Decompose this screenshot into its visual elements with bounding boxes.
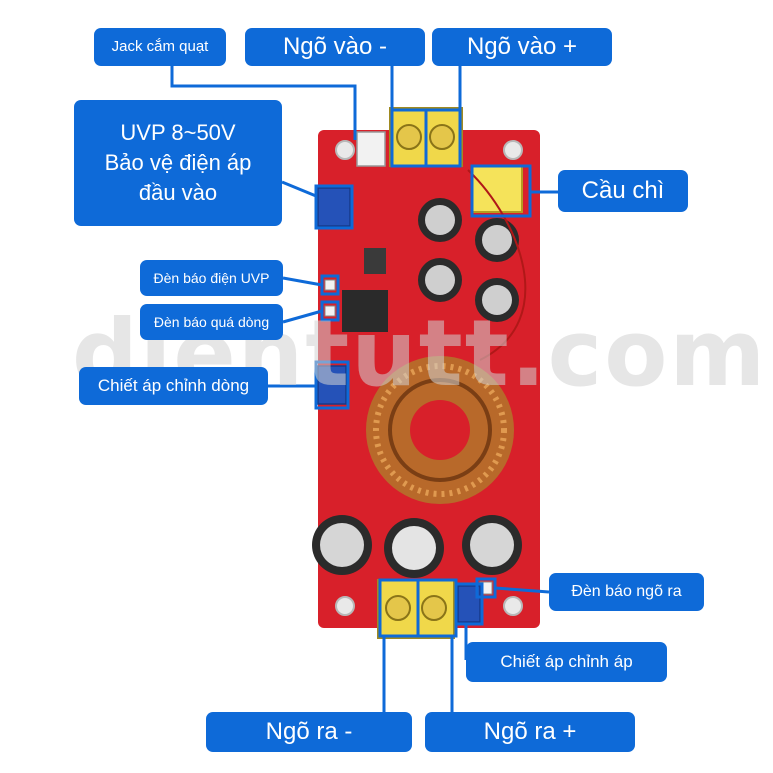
label-uvp-led: Đèn báo điện UVP <box>140 260 283 296</box>
uvp-potentiometer <box>317 187 351 227</box>
output-screw-pos <box>421 595 447 621</box>
label-fuse: Cầu chì <box>558 170 688 212</box>
voltage-potentiometer <box>457 585 481 623</box>
label-uvp-led-text: Đèn báo điện UVP <box>153 269 270 286</box>
label-input-neg: Ngõ vào - <box>245 28 425 66</box>
input-capacitors <box>418 198 519 322</box>
label-fuse-text: Cầu chì <box>581 176 665 204</box>
input-screw-neg <box>396 124 422 150</box>
uvp-led <box>324 279 336 291</box>
label-uvp-line1: UVP 8~50V <box>120 120 236 146</box>
label-fan-jack: Jack cắm quạt <box>94 28 226 66</box>
label-fan-jack-text: Jack cắm quạt <box>111 38 209 55</box>
label-input-neg-text: Ngõ vào - <box>282 32 388 60</box>
label-input-pos: Ngõ vào + <box>432 28 612 66</box>
label-output-pos-text: Ngõ ra + <box>483 717 577 745</box>
label-current-pot-text: Chiết áp chỉnh dòng <box>97 375 250 395</box>
output-capacitors <box>312 515 522 578</box>
overcurrent-led <box>324 305 336 317</box>
label-overcurrent-led-text: Đèn báo quá dòng <box>153 313 270 330</box>
label-output-led-text: Đèn báo ngõ ra <box>571 583 682 601</box>
label-overcurrent-led: Đèn báo quá dòng <box>140 304 283 340</box>
highlight-boxes <box>314 108 532 638</box>
label-output-neg: Ngõ ra - <box>206 712 412 752</box>
label-output-led: Đèn báo ngõ ra <box>549 573 704 611</box>
red-wire <box>467 169 527 361</box>
input-screw-pos <box>429 124 455 150</box>
connector-lines <box>170 66 570 712</box>
output-screw-neg <box>385 595 411 621</box>
inductor-small <box>364 248 386 274</box>
label-output-pos: Ngõ ra + <box>425 712 635 752</box>
label-uvp: UVP 8~50V Bảo vệ điện áp đầu vào <box>74 100 282 226</box>
label-output-neg-text: Ngõ ra - <box>265 717 353 745</box>
control-ic <box>342 290 388 332</box>
label-uvp-line3: đầu vào <box>138 179 218 205</box>
label-voltage-pot-text: Chiết áp chỉnh áp <box>500 651 633 671</box>
label-voltage-pot: Chiết áp chỉnh áp <box>466 642 667 682</box>
fan-jack-connector <box>356 131 386 167</box>
toroid-inductor <box>366 356 514 504</box>
label-uvp-line2: Bảo vệ điện áp <box>104 150 252 176</box>
label-input-pos-text: Ngõ vào + <box>466 32 578 60</box>
mounting-holes <box>335 140 523 616</box>
label-current-pot: Chiết áp chỉnh dòng <box>79 367 268 405</box>
current-potentiometer <box>317 365 347 405</box>
